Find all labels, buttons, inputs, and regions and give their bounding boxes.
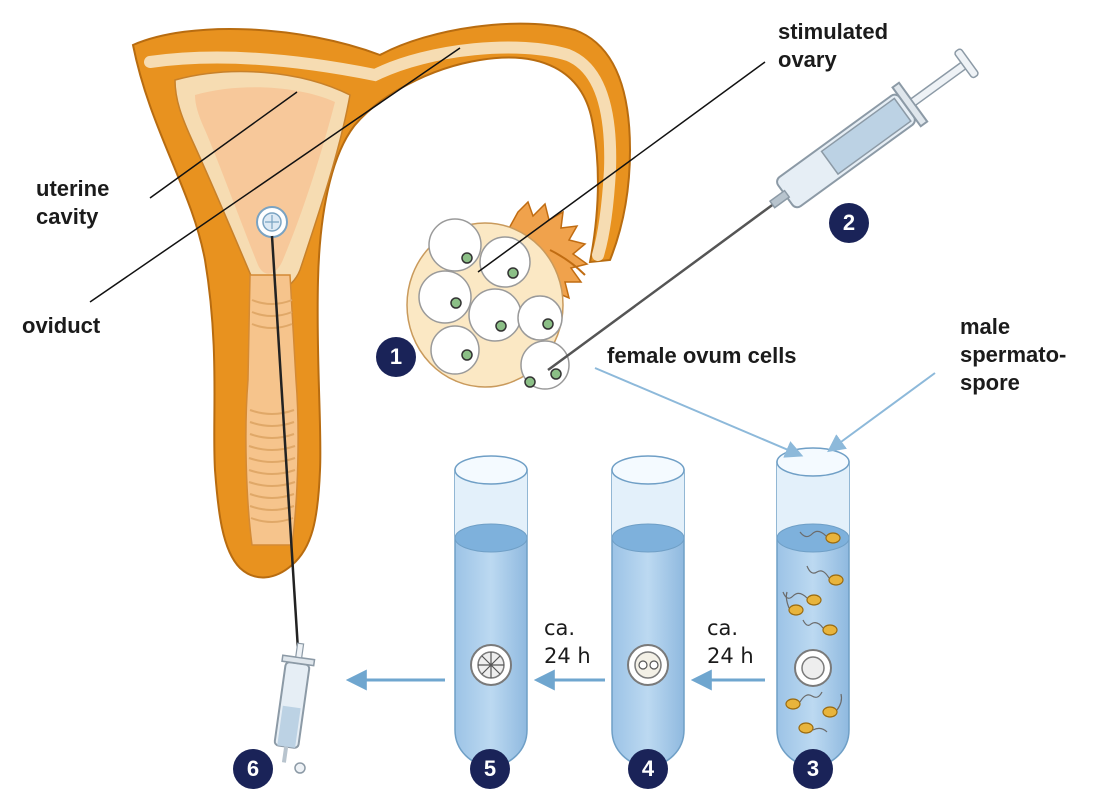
embryo-icon xyxy=(471,645,511,685)
step-badge-6: 6 xyxy=(233,749,273,789)
label-uterine-cavity: uterine cavity xyxy=(36,175,109,231)
step-badge-4: 4 xyxy=(628,749,668,789)
label-incubation-4-to-3: ca. 24 h xyxy=(707,614,754,670)
embryo-icon xyxy=(257,207,287,237)
step-badge-5: 5 xyxy=(470,749,510,789)
step-badge-2: 2 xyxy=(829,203,869,243)
step-badge-1: 1 xyxy=(376,337,416,377)
label-stimulated-ovary: stimulated ovary xyxy=(778,18,888,74)
step-badge-3: 3 xyxy=(793,749,833,789)
test-tube-3 xyxy=(777,448,849,766)
label-male-spermatospore: male spermato- spore xyxy=(960,313,1066,397)
flow-arrows xyxy=(595,368,935,455)
label-female-ovum-cells: female ovum cells xyxy=(607,342,797,370)
test-tube-4 xyxy=(612,456,684,766)
test-tube-5 xyxy=(455,456,527,766)
label-incubation-5-to-4: ca. 24 h xyxy=(544,614,591,670)
label-oviduct: oviduct xyxy=(22,312,100,340)
fertilized-egg-icon xyxy=(628,645,668,685)
transfer-syringe-icon xyxy=(268,641,316,773)
ovum-icon xyxy=(795,650,831,686)
